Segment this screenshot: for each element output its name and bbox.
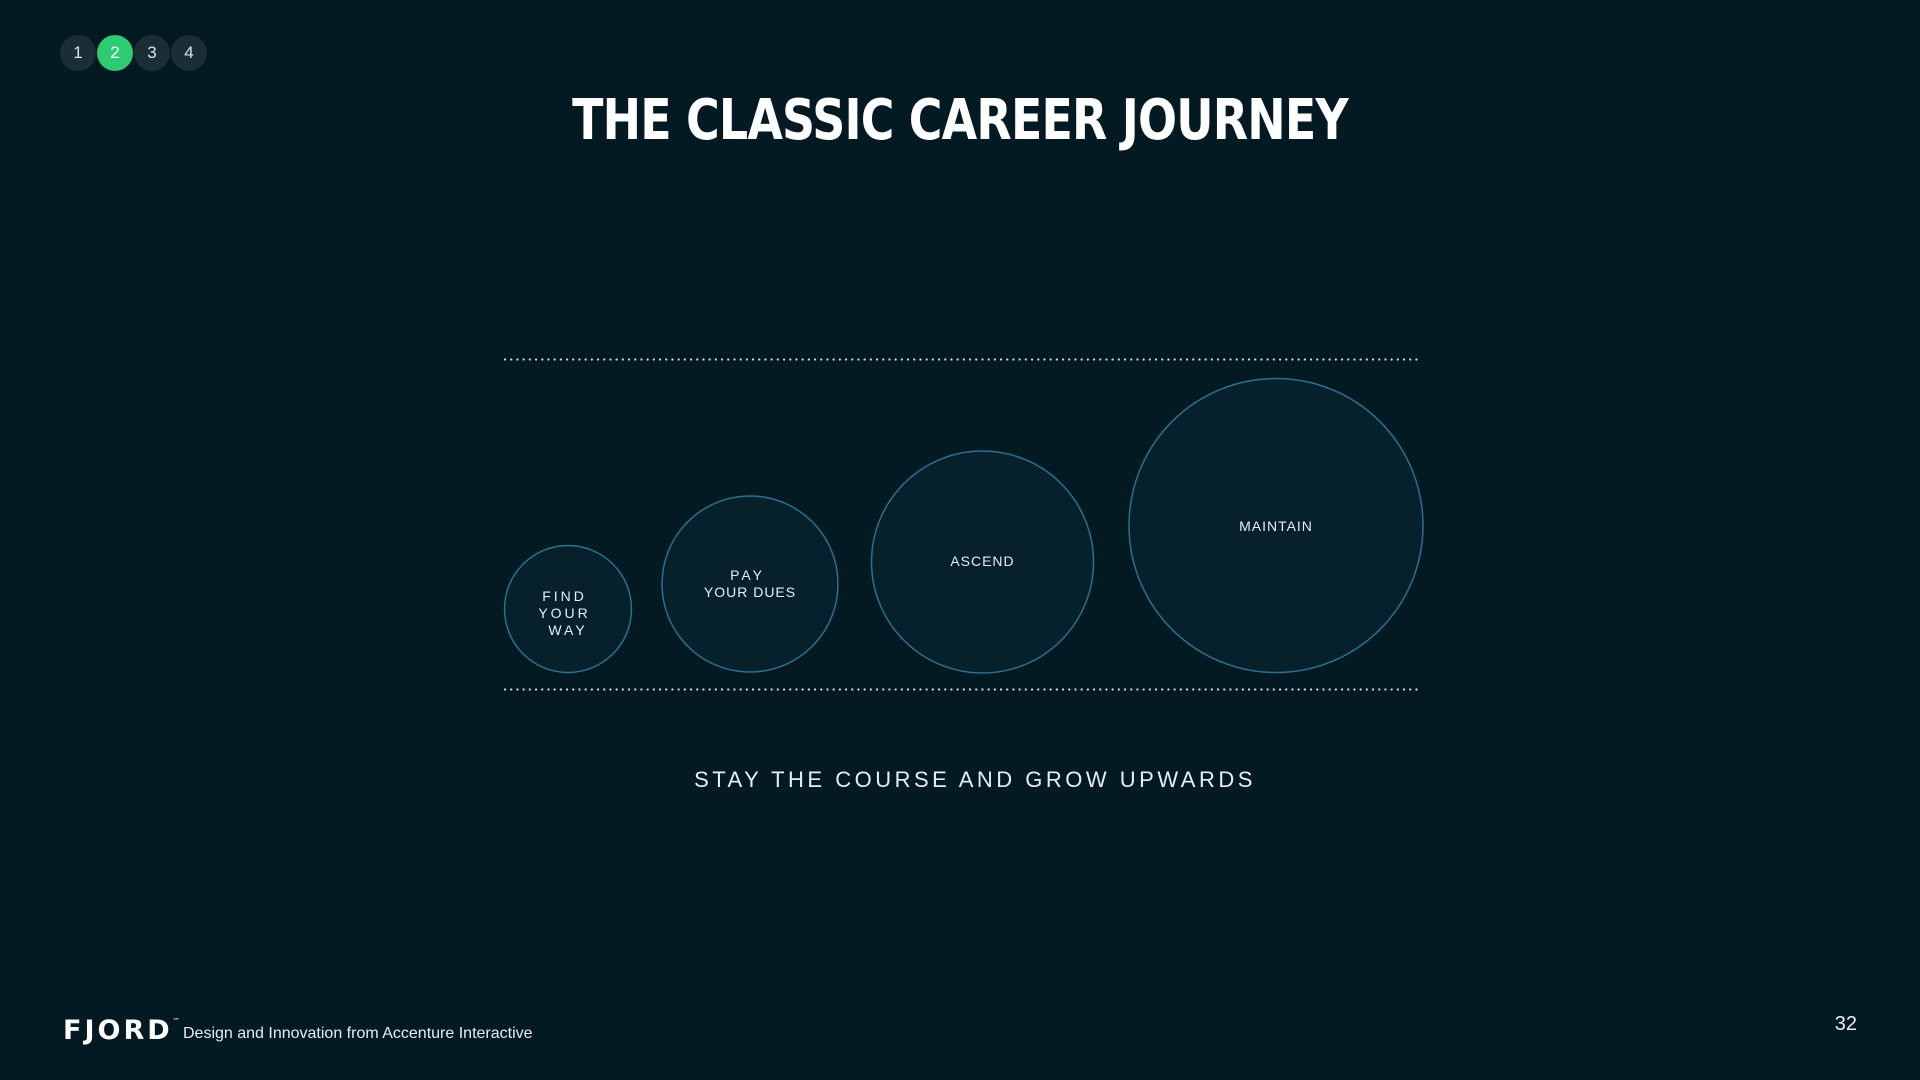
stage-circle-ascend (870, 450, 1095, 674)
slide-pager: 1 2 3 4 (60, 35, 207, 71)
stage-label-line: PAY (730, 567, 765, 583)
stage-label-ascend: ASCEND (950, 553, 1014, 569)
stage-label-line: FIND (542, 588, 587, 604)
stage-circle-find-your-way (503, 544, 633, 674)
brand-name: FJORD (63, 1015, 173, 1046)
stage-label-line: YOUR (538, 605, 590, 621)
pager-dot-1[interactable]: 1 (60, 35, 96, 71)
stage-label-pay-your-dues: PAY YOUR DUES (704, 567, 796, 600)
footer-description: Design and Innovation from Accenture Int… (183, 1025, 533, 1042)
stage-circle-pay-your-dues (661, 495, 839, 673)
pager-dot-2[interactable]: 2 (97, 35, 133, 71)
trademark-mark: ™ (172, 1017, 180, 1025)
stage-label-line: MAINTAIN (1239, 518, 1313, 534)
stage-label-line: WAY (548, 622, 587, 638)
stage-label-find-your-way: FIND YOUR WAY (538, 588, 597, 638)
page-number: 32 (1834, 1013, 1857, 1035)
stage-label-line: YOUR DUES (704, 584, 796, 600)
fjord-logo: FJORD™ (63, 1015, 180, 1046)
stage-circle-maintain (1128, 377, 1424, 674)
pager-dot-3[interactable]: 3 (134, 35, 170, 71)
stage-label-maintain: MAINTAIN (1239, 518, 1313, 534)
diagram-caption: STAY THE COURSE AND GROW UPWARDS (694, 767, 1256, 792)
slide-title: THE CLASSIC CAREER JOURNEY (572, 88, 1348, 153)
pager-dot-4[interactable]: 4 (171, 35, 207, 71)
stage-label-line: ASCEND (950, 553, 1014, 569)
